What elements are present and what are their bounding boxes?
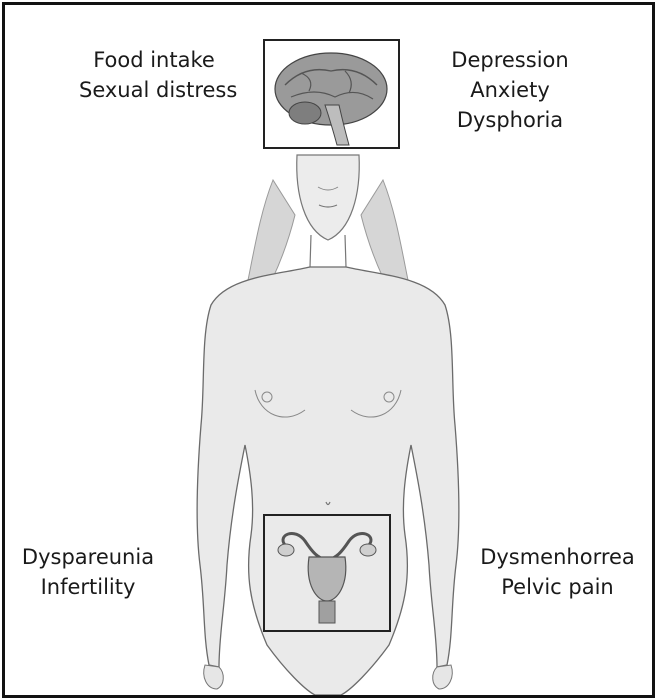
- face-icon: [297, 155, 359, 240]
- label-anxiety: Anxiety: [435, 75, 585, 105]
- label-top-right: Depression Anxiety Dysphoria: [435, 45, 585, 135]
- label-dysphoria: Dysphoria: [435, 105, 585, 135]
- label-dysmenhorrea: Dysmenhorrea: [475, 542, 640, 572]
- label-dyspareunia: Dyspareunia: [13, 542, 163, 572]
- label-bottom-left: Dyspareunia Infertility: [13, 542, 163, 602]
- label-top-left: Food intake Sexual distress: [79, 45, 229, 105]
- label-depression: Depression: [435, 45, 585, 75]
- label-food-intake: Food intake: [79, 45, 229, 75]
- label-infertility: Infertility: [13, 572, 163, 602]
- label-sexual-distress: Sexual distress: [79, 75, 229, 105]
- label-bottom-right: Dysmenhorrea Pelvic pain: [475, 542, 640, 602]
- label-pelvic-pain: Pelvic pain: [475, 572, 640, 602]
